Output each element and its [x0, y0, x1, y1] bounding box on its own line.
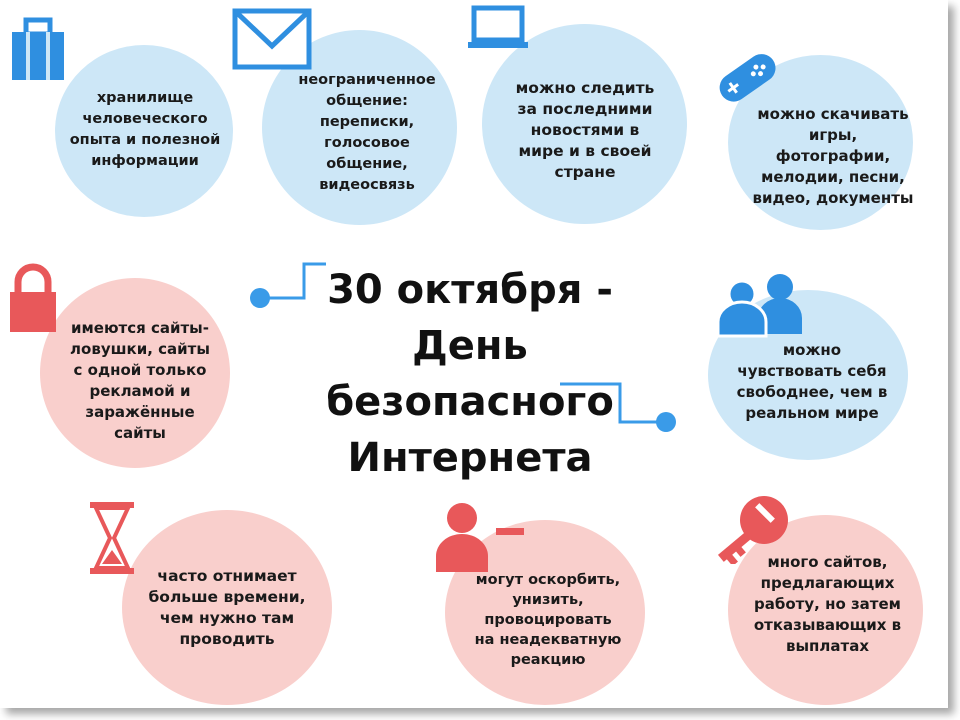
hourglass-icon — [90, 502, 134, 574]
gamepad-icon — [719, 54, 776, 102]
circle-7 — [122, 510, 332, 705]
circle-9 — [728, 515, 923, 705]
padlock-icon — [10, 263, 56, 332]
title-connector-left — [250, 262, 326, 308]
item-text-2: неограниченное общение: переписки, голос… — [298, 72, 436, 193]
circle-3 — [482, 24, 687, 224]
circle-1 — [55, 45, 233, 217]
circle-5 — [40, 278, 230, 468]
laptop-icon — [468, 5, 528, 48]
envelope-icon — [232, 8, 312, 70]
item-text-3: можно следить за последними новостями в … — [515, 79, 655, 181]
item-text-9: много сайтов, предлагающих работу, но за… — [753, 553, 902, 655]
title-connector-right — [560, 382, 676, 432]
item-text-5: имеются сайты- ловушки, сайты с одной то… — [70, 319, 210, 442]
page-title: 30 октября - День безопасного Интернета — [326, 267, 614, 481]
item-text-6: можно чувствовать себя свободнее, чем в … — [736, 341, 888, 422]
key-icon — [717, 496, 788, 564]
item-text-8: могут оскорбить, унизить, провоцировать … — [474, 572, 622, 668]
item-text-4: можно скачивать игры, фотографии, мелоди… — [752, 105, 914, 207]
briefcase-icon — [12, 17, 64, 80]
item-text-1: хранилище человеческого опыта и полезной… — [69, 90, 221, 169]
user-minus-icon — [436, 503, 524, 572]
item-text-7: часто отнимает больше времени, чем нужно… — [148, 567, 306, 648]
people-icon — [716, 274, 802, 338]
